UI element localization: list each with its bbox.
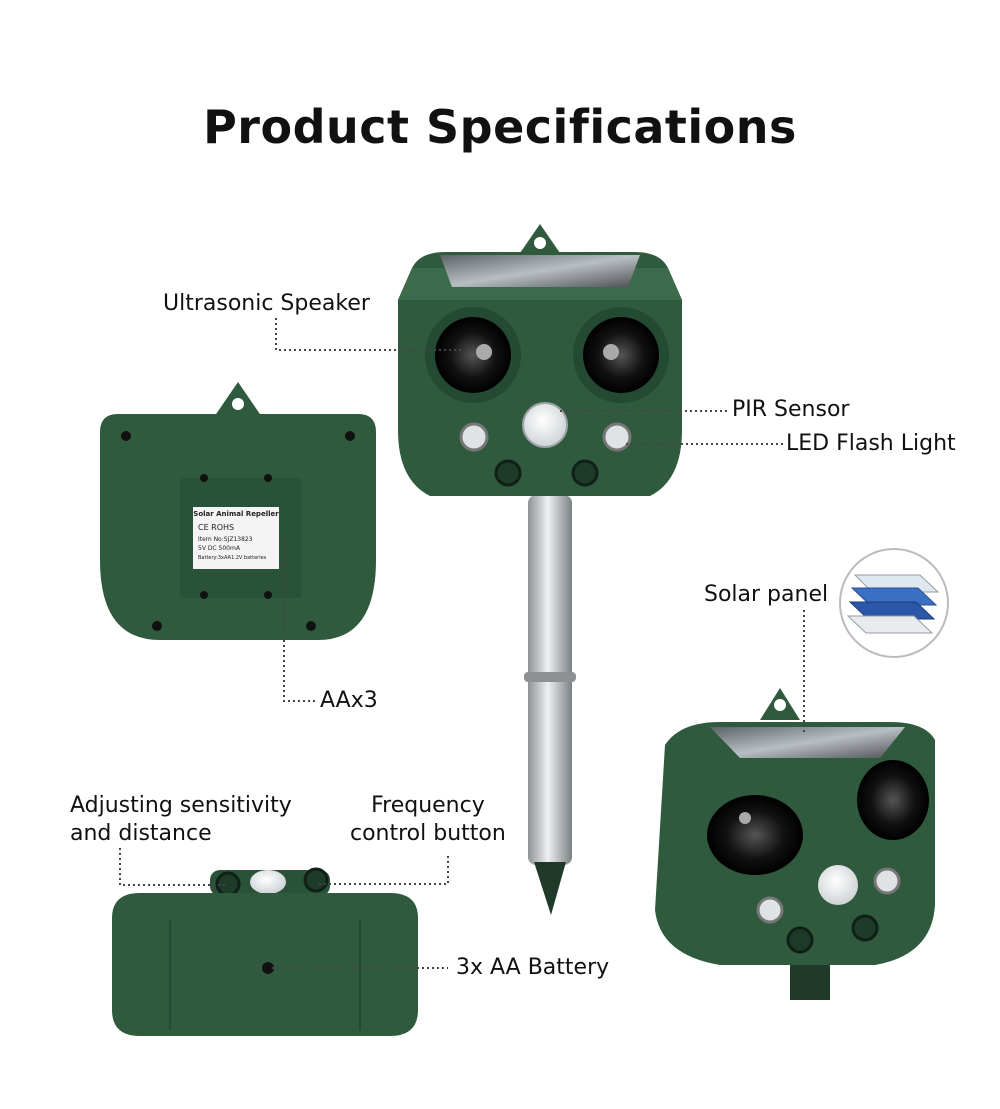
label-aa-x3: AAx3 bbox=[320, 688, 378, 713]
back-unit: Solar Animal Repeller CE ROHS Item No:SJ… bbox=[100, 382, 376, 640]
sticker-marks: CE ROHS bbox=[198, 523, 234, 532]
sticker-battery: Battery:3xAA1.2V batteries bbox=[198, 555, 267, 561]
right-knob bbox=[571, 459, 599, 487]
front-unit bbox=[398, 224, 682, 915]
sticker-power: 5V DC 500mA bbox=[198, 545, 241, 552]
label-frequency-control: Frequency control button bbox=[350, 793, 506, 846]
right-led bbox=[602, 422, 632, 452]
angled-unit bbox=[655, 688, 935, 1000]
label-ultrasonic-speaker: Ultrasonic Speaker bbox=[163, 291, 370, 316]
solar-layers-inset bbox=[839, 548, 949, 658]
leader-aa bbox=[283, 540, 316, 702]
front-solar-panel bbox=[440, 255, 640, 287]
leader-lines bbox=[119, 318, 805, 969]
left-knob bbox=[494, 459, 522, 487]
leader-frequency bbox=[318, 856, 449, 885]
angled-solar-panel bbox=[710, 727, 905, 758]
sticker-brand: Solar Animal Repeller bbox=[193, 510, 279, 518]
label-pir-sensor: PIR Sensor bbox=[732, 397, 850, 422]
label-led-flash-light: LED Flash Light bbox=[786, 431, 956, 456]
pir-sensor bbox=[522, 402, 568, 448]
battery-port bbox=[262, 962, 274, 974]
label-adjusting-sensitivity: Adjusting sensitivity and distance bbox=[70, 793, 292, 846]
spec-sticker bbox=[193, 507, 279, 569]
leader-sensitivity bbox=[119, 848, 226, 886]
leader-ultrasonic bbox=[275, 318, 462, 351]
stake-tip bbox=[534, 862, 566, 915]
label-battery: 3x AA Battery bbox=[456, 955, 610, 980]
label-solar-panel: Solar panel bbox=[704, 582, 829, 607]
sticker-item: Item No:SJZ13823 bbox=[198, 536, 253, 543]
bottom-unit bbox=[112, 867, 418, 1036]
page-title: Product Specifications bbox=[203, 100, 797, 154]
left-led bbox=[459, 422, 489, 452]
